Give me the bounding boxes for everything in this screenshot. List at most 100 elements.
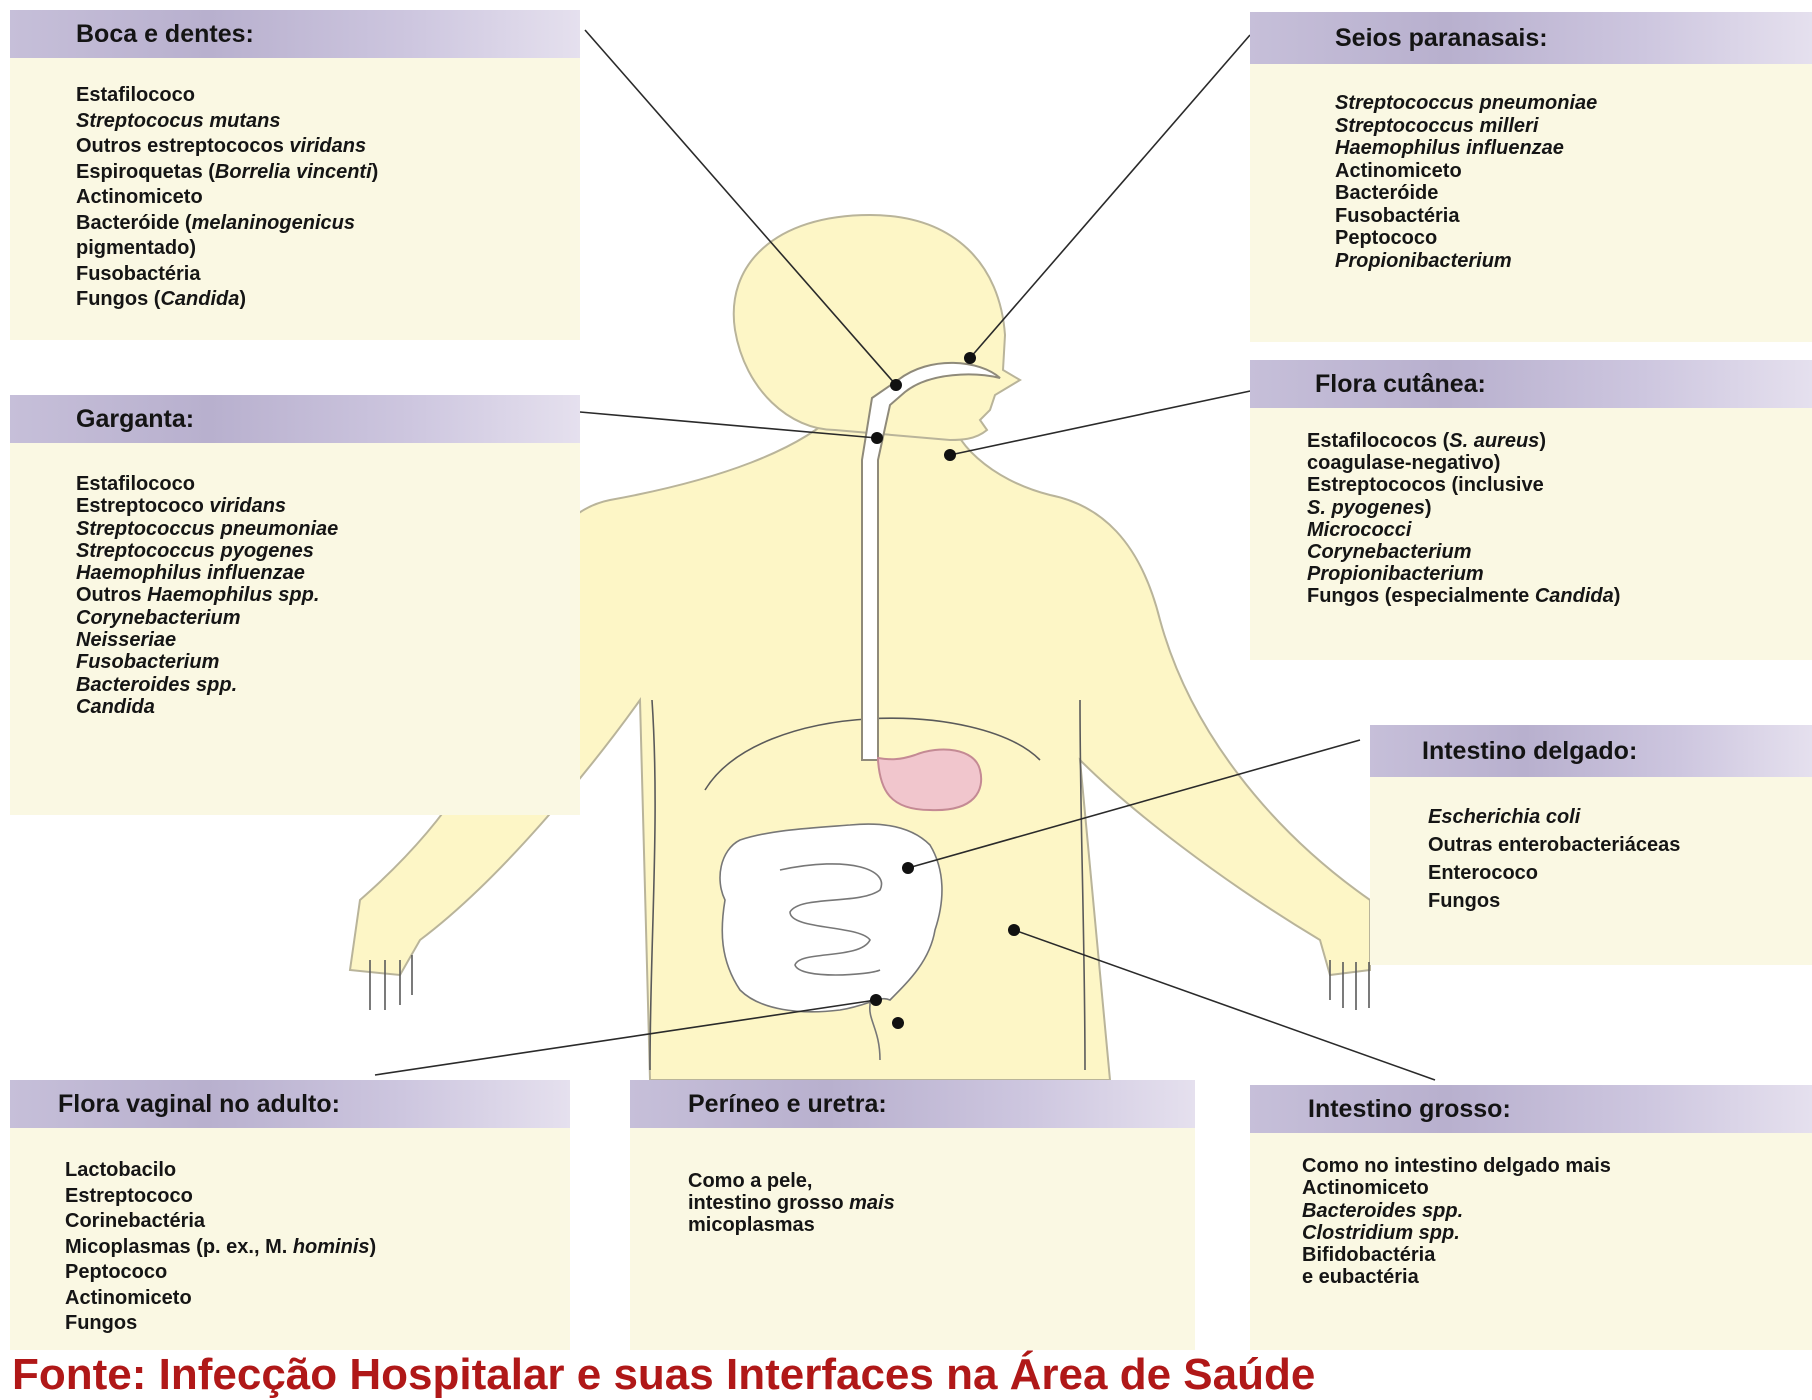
seios-item-text: Fusobactéria [1335, 205, 1459, 227]
cutanea-item: coagulase-negativo) [1307, 452, 1620, 474]
cutanea-item-text: ) [1614, 585, 1621, 607]
boca-item-text: viridans [289, 135, 366, 157]
garganta-item: Outros Haemophilus spp. [76, 584, 338, 606]
vaginal-item-text: Micoplasmas (p. ex., M. [65, 1236, 293, 1258]
boca-item-text: ) [239, 288, 246, 310]
grosso-item-text: e eubactéria [1302, 1266, 1419, 1288]
garganta-item: Corynebacterium [76, 607, 338, 629]
cutanea-item-text: ) [1425, 497, 1432, 519]
boca-header: Boca e dentes: [10, 10, 580, 58]
delgado-item: Outras enterobacteriáceas [1428, 831, 1680, 859]
boca-item: Bacteróide (melaninogenicus [76, 211, 378, 237]
vaginal-item: Actinomiceto [65, 1286, 376, 1312]
garganta-item-text: Haemophilus spp. [147, 584, 319, 606]
vaginal-header: Flora vaginal no adulto: [10, 1080, 570, 1128]
boca-item: Fusobactéria [76, 262, 378, 288]
boca-title: Boca e dentes: [76, 20, 254, 49]
boca-item-text: Candida [160, 288, 239, 310]
vaginal-item-text: hominis [293, 1236, 370, 1258]
boca-item: pigmentado) [76, 236, 378, 262]
boca-item-text: Estafilococo [76, 84, 195, 106]
delgado-item-text: Outras enterobacteriáceas [1428, 834, 1680, 856]
vaginal-item-text: Corinebactéria [65, 1210, 205, 1232]
cutanea-list: Estafilococos (S. aureus)coagulase-negat… [1307, 430, 1620, 608]
boca-item-text: Outros estreptococos [76, 135, 289, 157]
source-footer: Fonte: Infecção Hospitalar e suas Interf… [12, 1350, 1315, 1400]
vaginal-item-text: Fungos [65, 1312, 137, 1334]
boca-item: Espiroquetas (Borrelia vincenti) [76, 160, 378, 186]
boca-item-text: Fungos ( [76, 288, 160, 310]
perineo-panel: Períneo e uretra: Como a pele,intestino … [630, 1080, 1195, 1350]
cutanea-title: Flora cutânea: [1315, 370, 1486, 399]
grosso-header: Intestino grosso: [1250, 1085, 1812, 1133]
boca-item-text: Espiroquetas ( [76, 161, 215, 183]
delgado-header: Intestino delgado: [1370, 725, 1812, 777]
seios-list: Streptococcus pneumoniaeStreptococcus mi… [1335, 92, 1597, 272]
vaginal-item: Corinebactéria [65, 1209, 376, 1235]
boca-item: Outros estreptococos viridans [76, 134, 378, 160]
garganta-item: Streptococcus pyogenes [76, 540, 338, 562]
vaginal-item-text: Lactobacilo [65, 1159, 176, 1181]
cutanea-item-text: ) [1539, 430, 1546, 452]
vaginal-item-text: ) [370, 1236, 377, 1258]
seios-item: Propionibacterium [1335, 250, 1597, 273]
garganta-item-text: Candida [76, 696, 155, 718]
perineo-title: Períneo e uretra: [688, 1090, 887, 1119]
seios-item: Streptococcus milleri [1335, 115, 1597, 138]
seios-item-text: Streptococcus milleri [1335, 115, 1538, 137]
boca-item-text: ) [372, 161, 379, 183]
vaginal-item-text: Actinomiceto [65, 1287, 192, 1309]
perineo-item: intestino grosso mais [688, 1192, 895, 1214]
cutanea-item-text: Propionibacterium [1307, 563, 1484, 585]
grosso-item: Bifidobactéria [1302, 1244, 1611, 1266]
garganta-item: Haemophilus influenzae [76, 562, 338, 584]
cutanea-item: Estreptococos (inclusive [1307, 474, 1620, 496]
grosso-title: Intestino grosso: [1308, 1095, 1511, 1124]
grosso-item: e eubactéria [1302, 1266, 1611, 1288]
seios-panel: Seios paranasais: Streptococcus pneumoni… [1250, 12, 1812, 342]
seios-title: Seios paranasais: [1335, 24, 1548, 53]
cutanea-item-text: Estafilococos ( [1307, 430, 1449, 452]
seios-item-text: Propionibacterium [1335, 250, 1512, 272]
cutanea-panel: Flora cutânea: Estafilococos (S. aureus)… [1250, 360, 1812, 660]
grosso-item: Actinomiceto [1302, 1177, 1611, 1199]
boca-item: Actinomiceto [76, 185, 378, 211]
garganta-item-text: Streptococcus pneumoniae [76, 518, 338, 540]
seios-item-text: Streptococcus pneumoniae [1335, 92, 1597, 114]
cutanea-item-text: coagulase-negativo) [1307, 452, 1500, 474]
cutanea-item-text: Corynebacterium [1307, 541, 1472, 563]
boca-item: Streptococus mutans [76, 109, 378, 135]
boca-item-text: Actinomiceto [76, 186, 203, 208]
perineo-item-text: intestino grosso [688, 1192, 849, 1214]
seios-item: Fusobactéria [1335, 205, 1597, 228]
garganta-item: Estafilococo [76, 473, 338, 495]
garganta-item: Candida [76, 696, 338, 718]
delgado-title: Intestino delgado: [1422, 737, 1637, 766]
seios-item: Actinomiceto [1335, 160, 1597, 183]
vaginal-item-text: Peptococo [65, 1261, 167, 1283]
garganta-item-text: Haemophilus influenzae [76, 562, 305, 584]
boca-item-text: Bacteróide ( [76, 212, 192, 234]
grosso-item-text: Clostridium spp. [1302, 1222, 1460, 1244]
delgado-item: Escherichia coli [1428, 803, 1680, 831]
grosso-item: Clostridium spp. [1302, 1222, 1611, 1244]
perineo-item-text: mais [849, 1192, 895, 1214]
vaginal-item: Peptococo [65, 1260, 376, 1286]
garganta-item-text: Estreptococo [76, 495, 209, 517]
cutanea-item: Fungos (especialmente Candida) [1307, 585, 1620, 607]
vaginal-item-text: Estreptococo [65, 1185, 193, 1207]
delgado-item: Fungos [1428, 887, 1680, 915]
perineo-item-text: Como a pele, [688, 1170, 812, 1192]
boca-item-text: Fusobactéria [76, 263, 200, 285]
cutanea-item: Micrococci [1307, 519, 1620, 541]
cutanea-header: Flora cutânea: [1250, 360, 1812, 408]
garganta-item: Neisseriae [76, 629, 338, 651]
boca-item-text: pigmentado) [76, 237, 196, 259]
